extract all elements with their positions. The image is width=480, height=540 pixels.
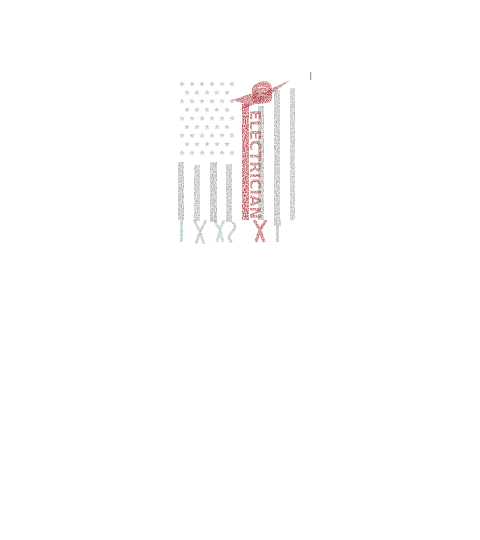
star: [229, 115, 235, 121]
star: [209, 81, 215, 87]
flag-stripes: [178, 88, 295, 222]
star: [219, 132, 225, 139]
star: [194, 124, 200, 130]
pliers-red-icon: [252, 219, 268, 243]
star: [179, 115, 185, 121]
star: [184, 141, 190, 147]
star: [204, 106, 210, 113]
star: [194, 141, 200, 147]
star: [184, 106, 190, 113]
star: [199, 98, 205, 104]
star: [224, 124, 230, 130]
star: [184, 89, 190, 96]
star: [199, 149, 205, 156]
wire-stripper-icon: [212, 219, 226, 243]
star: [229, 149, 235, 156]
star: [204, 124, 210, 130]
star: [199, 81, 205, 87]
star: [189, 132, 195, 139]
star: [189, 115, 195, 121]
star: [219, 98, 225, 104]
star: [229, 132, 235, 139]
star: [199, 132, 205, 139]
star: [179, 81, 185, 87]
star: [194, 106, 200, 113]
star: [184, 124, 190, 130]
star: [219, 81, 225, 87]
pliers-icon: [192, 219, 208, 245]
star: [209, 115, 215, 121]
star: [209, 149, 215, 156]
star: [224, 89, 230, 96]
star: [214, 106, 220, 113]
star: [224, 106, 230, 113]
star: [204, 141, 210, 147]
star: [189, 81, 195, 87]
title-text: ELECTRICIAN: [246, 110, 264, 219]
star: [224, 141, 230, 147]
star: [199, 115, 205, 121]
electrician-flag-artwork: ELECTRICIAN: [170, 70, 315, 255]
star: [214, 89, 220, 96]
star: [204, 89, 210, 96]
star: [229, 98, 235, 104]
electrician-title: ELECTRICIAN: [246, 110, 264, 219]
multimeter-icon: [227, 220, 237, 244]
star: [194, 89, 200, 96]
star: [179, 132, 185, 139]
star: [189, 149, 195, 156]
star: [214, 141, 220, 147]
star: [179, 149, 185, 156]
star: [189, 98, 195, 104]
edge-mark: [310, 72, 312, 80]
star: [219, 149, 225, 156]
star: [219, 115, 225, 121]
star: [179, 98, 185, 104]
star: [214, 124, 220, 130]
screwdriver-icon: [180, 220, 183, 242]
star: [209, 98, 215, 104]
screwdriver-gray-icon: [274, 220, 281, 242]
star: [229, 81, 235, 87]
fist-icon: [252, 81, 272, 104]
flag-svg: ELECTRICIAN: [178, 72, 312, 245]
star: [209, 132, 215, 139]
tools-row: [180, 219, 281, 245]
star-field: [179, 81, 235, 156]
